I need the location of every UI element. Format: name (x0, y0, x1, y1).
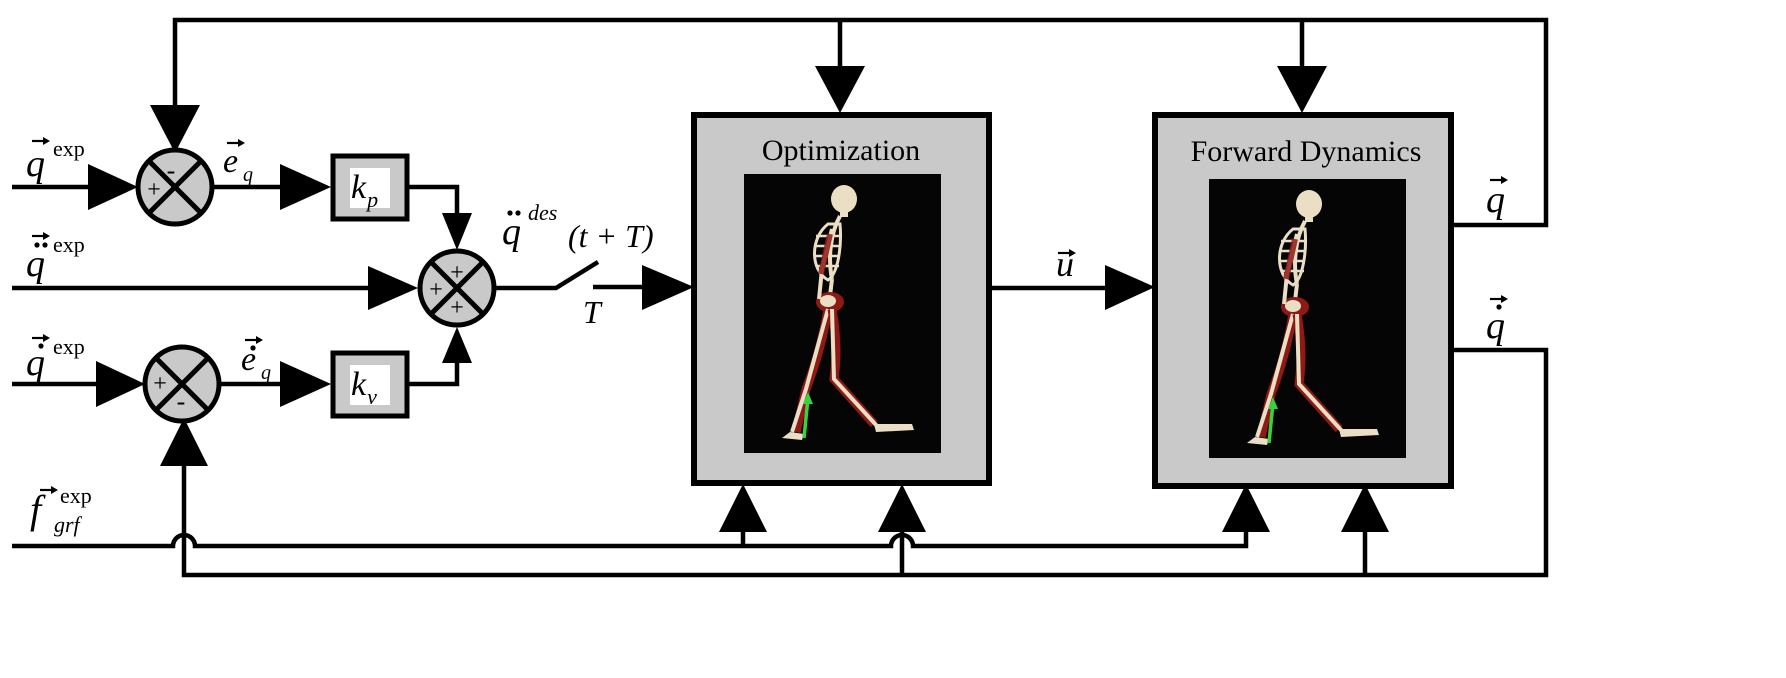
label-qdot-out: q (1486, 295, 1508, 347)
arrow-into-optimization-qdot (878, 484, 926, 532)
label-e-q: e q (223, 139, 253, 186)
e-symbol: e (241, 341, 256, 378)
arrow-into-sum2-left (96, 361, 145, 407)
qdot-feedback-line (181, 347, 1549, 578)
q-symbol: q (26, 342, 45, 384)
sum-out-line (495, 260, 600, 291)
gain-kp: kp (330, 153, 410, 222)
f-symbol: f (30, 487, 46, 532)
sign-top: - (167, 156, 176, 185)
arrow-into-sum1-left (88, 164, 138, 210)
arrow-into-sum3-bottom (442, 327, 472, 363)
arrow-into-optimization-top (815, 66, 865, 113)
optimization-block: Optimization (691, 112, 992, 486)
sign-bottom: + (450, 295, 464, 321)
kp-symbol: kp (351, 169, 378, 212)
q-symbol: q (26, 243, 45, 285)
grf-subscript: grf (54, 512, 83, 537)
summing-junction-position-error: - + (135, 147, 215, 227)
summing-junction-velocity-error: + - (142, 344, 222, 424)
arrow-into-kp (280, 164, 331, 210)
arrow-into-forward-dynamics-qdot (1341, 484, 1389, 532)
arrow-into-forward-dynamics-top (1277, 66, 1327, 113)
feedback-bus-top (172, 17, 1549, 228)
sign-top: + (450, 260, 464, 286)
label-f-grf-exp: f exp grf (30, 483, 92, 537)
kv-out-line (408, 358, 460, 387)
arrow-into-sum2-bottom (160, 418, 208, 466)
grf-line (12, 522, 1249, 549)
arrow-into-forward-dynamics-left (1105, 265, 1155, 310)
label-q-out: q (1486, 176, 1508, 221)
summing-junction-desired-acceleration: + + + (417, 248, 497, 328)
sign-left: + (147, 177, 161, 203)
optimization-title: Optimization (762, 134, 920, 167)
sign-left: + (153, 371, 167, 397)
switch-label: T (583, 294, 603, 330)
arrow-into-sum3-top (442, 213, 472, 250)
e-symbol: e (223, 143, 238, 180)
label-q-des: q des (t + T) (502, 200, 654, 254)
arrow-into-optimization-grf (719, 484, 767, 532)
label-qddot-exp: q exp (26, 232, 85, 285)
signal-lines (12, 17, 1549, 578)
forward-dynamics-title: Forward Dynamics (1191, 135, 1422, 168)
q-symbol: q (26, 143, 45, 185)
sign-left: + (429, 277, 443, 303)
gain-kv: kv (330, 350, 410, 419)
exp-superscript: exp (53, 334, 85, 359)
q-symbol: q (1486, 305, 1505, 347)
arrowheads (88, 66, 1389, 532)
arrow-into-sum3-left (368, 266, 418, 310)
u-symbol: u (1056, 244, 1074, 284)
label-edot-q: e q (241, 336, 271, 384)
arrow-into-optimization-left (642, 265, 694, 310)
q-symbol: q (502, 211, 521, 253)
exp-superscript: exp (60, 483, 92, 508)
label-qdot-exp: q exp (26, 334, 85, 384)
q-symbol: q (1486, 179, 1505, 221)
q-subscript: q (243, 164, 253, 186)
arrow-into-forward-dynamics-grf (1222, 484, 1270, 532)
arrow-into-sum1-top (150, 105, 200, 153)
des-superscript: des (528, 200, 557, 225)
exp-superscript: exp (53, 232, 85, 257)
q-subscript: q (261, 362, 271, 384)
kv-symbol: kv (351, 366, 377, 409)
exp-superscript: exp (53, 136, 85, 161)
label-u: u (1056, 244, 1076, 284)
sign-bottom: - (177, 387, 186, 416)
t-plus-T-argument: (t + T) (568, 218, 654, 254)
label-q-exp: q exp (26, 136, 85, 185)
kp-out-line (408, 184, 460, 225)
arrow-into-kv (280, 361, 331, 407)
forward-dynamics-block: Forward Dynamics (1152, 112, 1454, 489)
